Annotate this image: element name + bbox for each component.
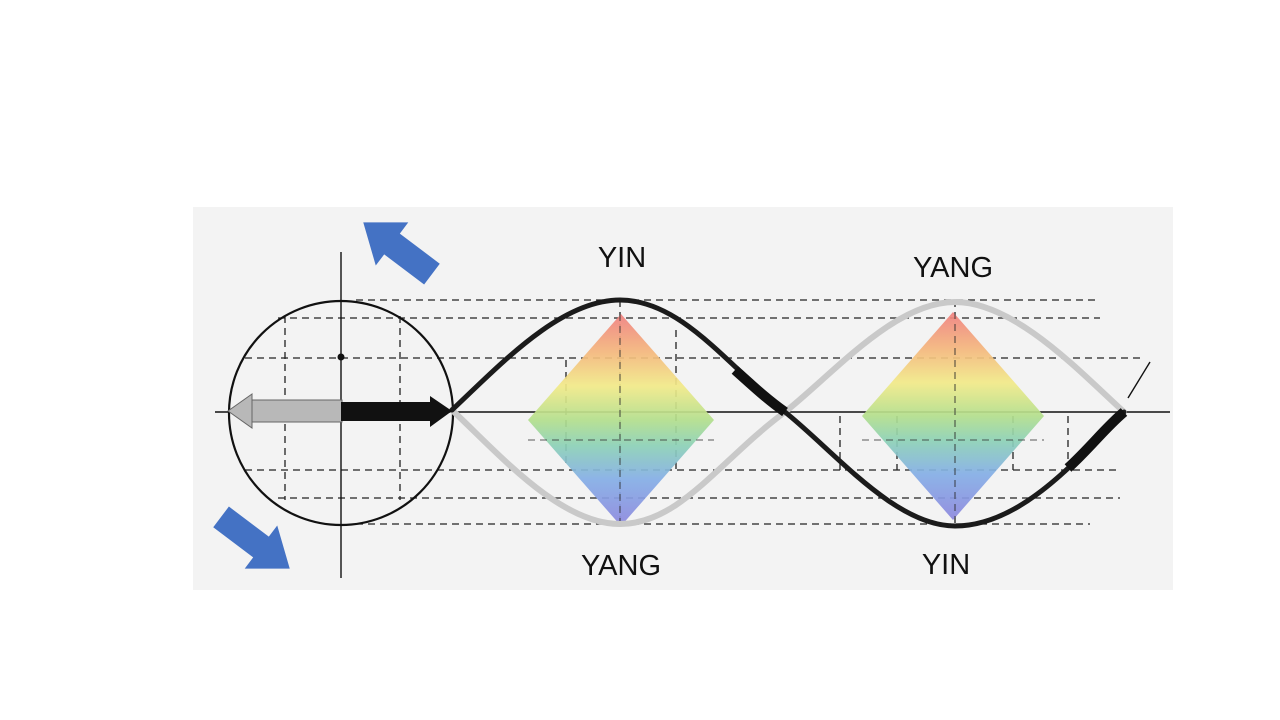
label-bottom-right: YIN (922, 549, 970, 581)
gray-left-arrow (227, 393, 343, 429)
spectrum-diamond-left (528, 314, 714, 526)
spectrum-diamond-right (862, 312, 1044, 520)
grid-overlay (528, 312, 1044, 526)
label-top-left: YIN (598, 242, 646, 274)
label-bottom-left: YANG (581, 550, 661, 582)
blue-arrow-up-left-icon (363, 222, 440, 285)
blue-arrow-down-right-icon (213, 506, 290, 569)
tail-line (1127, 361, 1151, 399)
circle-center-dot (337, 353, 345, 361)
label-top-right: YANG (913, 252, 993, 284)
dark-wave-thick-segment-1 (731, 366, 788, 417)
black-right-arrow (341, 396, 452, 427)
dark-wave-thick-segment-2 (1064, 408, 1128, 472)
